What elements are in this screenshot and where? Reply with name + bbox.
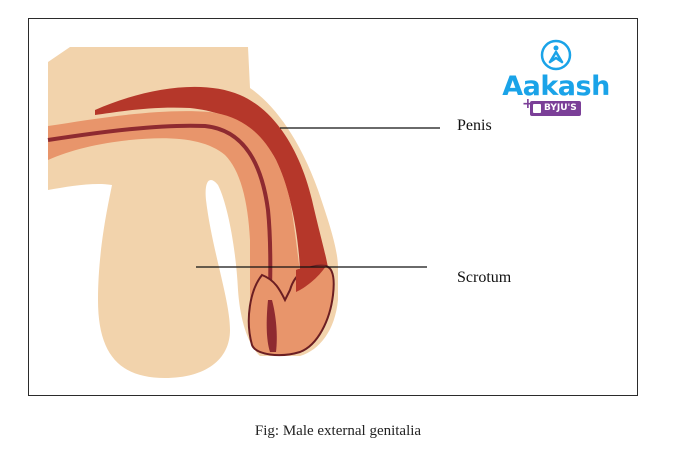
- aakash-byjus-logo: Aakash + BYJU'S: [498, 38, 614, 122]
- label-scrotum: Scrotum: [457, 269, 512, 286]
- figure-caption: Fig: Male external genitalia: [254, 423, 422, 439]
- label-penis: Penis: [457, 117, 492, 134]
- urethra: [47, 123, 273, 346]
- byjus-text: BYJU'S: [544, 103, 577, 113]
- aakash-wordmark: Aakash: [502, 71, 610, 102]
- plus-sign: +: [522, 96, 534, 112]
- byjus-badge: BYJU'S: [530, 101, 581, 116]
- corpus-spongiosum: [48, 111, 302, 352]
- aakash-emblem-icon: [540, 39, 572, 71]
- corpus-cavernosum: [95, 86, 328, 270]
- byjus-mark-icon: [533, 104, 541, 113]
